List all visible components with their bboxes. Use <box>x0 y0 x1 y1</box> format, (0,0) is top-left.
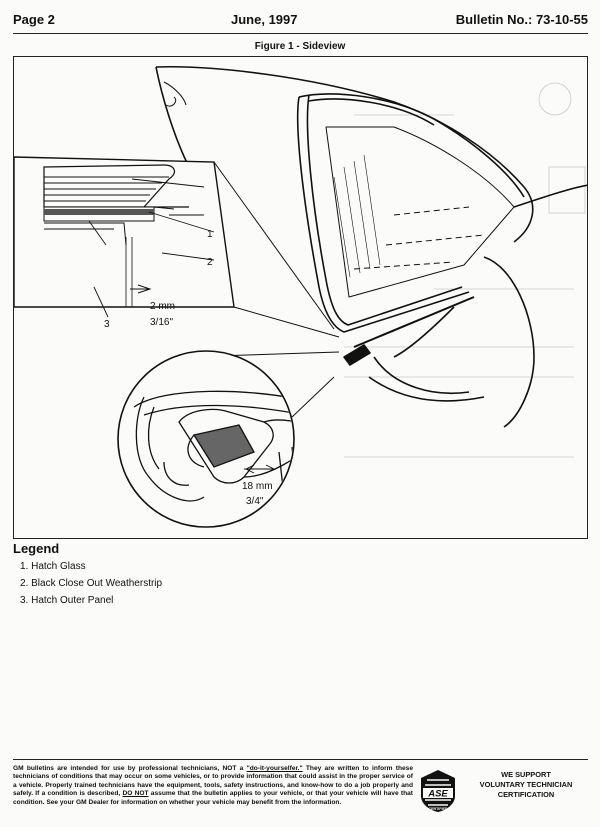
figure-title: Figure 1 - Sideview <box>254 41 346 52</box>
footer-disclaimer: GM bulletins are intended for use by pro… <box>13 765 413 807</box>
ase-certified-logo: ASE CERTIFIED <box>421 770 455 812</box>
dimension-small-metric: 2 mm <box>150 301 175 312</box>
footer-divider <box>13 759 588 760</box>
detail-leader-top <box>213 161 340 338</box>
page-header: Page 2 June, 1997 Bulletin No.: 73-10-55 <box>13 12 588 32</box>
legend-item-hatch-glass: 1. Hatch Glass <box>20 561 86 572</box>
detail-cross-section: 1 2 3 2 mm 3/16" <box>14 156 235 330</box>
disclaimer-do-not: DO NOT <box>122 790 149 798</box>
bulletin-date: June, 1997 <box>231 12 298 27</box>
legend-item-outer-panel: 3. Hatch Outer Panel <box>20 595 114 606</box>
ase-logo-text: ASE <box>427 789 448 800</box>
dimension-large-imperial: 3/4" <box>246 496 264 507</box>
technician-certification-support: WE SUPPORT VOLUNTARY TECHNICIAN CERTIFIC… <box>466 770 586 800</box>
disclaimer-diy: "do-it-yourselfer." <box>246 765 303 772</box>
legend-list: 1. Hatch Glass 2. Black Close Out Weathe… <box>20 560 162 611</box>
legend-item-weatherstrip: 2. Black Close Out Weatherstrip <box>20 578 163 589</box>
dimension-small-imperial: 3/16" <box>150 317 173 328</box>
legend-title: Legend <box>13 541 60 556</box>
callout-1: 1 <box>207 229 213 240</box>
callout-2: 2 <box>207 257 213 268</box>
disclaimer-text-start: GM bulletins are intended for use by pro… <box>13 765 247 772</box>
detail-weatherstrip-circle: 18 mm 3/4" <box>117 350 340 528</box>
ase-logo-subtext: CERTIFIED <box>429 807 448 811</box>
support-line-1: WE SUPPORT <box>501 770 551 779</box>
support-line-2: VOLUNTARY TECHNICIAN <box>479 780 573 789</box>
figure-sideview: 1 2 3 2 mm 3/16" <box>13 56 588 539</box>
header-divider <box>13 33 588 34</box>
sideview-illustration: 1 2 3 2 mm 3/16" <box>14 65 587 528</box>
bulletin-number: Bulletin No.: 73-10-55 <box>455 12 588 27</box>
disclaimer-text-mid: They are written to inform these technic… <box>13 765 413 798</box>
disclaimer-text-end: assume that the bulletin applies to your… <box>13 790 413 806</box>
car-hatch-outline <box>155 65 587 428</box>
page-number: Page 2 <box>13 12 55 27</box>
callout-3: 3 <box>104 319 110 330</box>
dimension-large-metric: 18 mm <box>242 481 273 492</box>
support-line-3: CERTIFICATION <box>497 790 555 799</box>
